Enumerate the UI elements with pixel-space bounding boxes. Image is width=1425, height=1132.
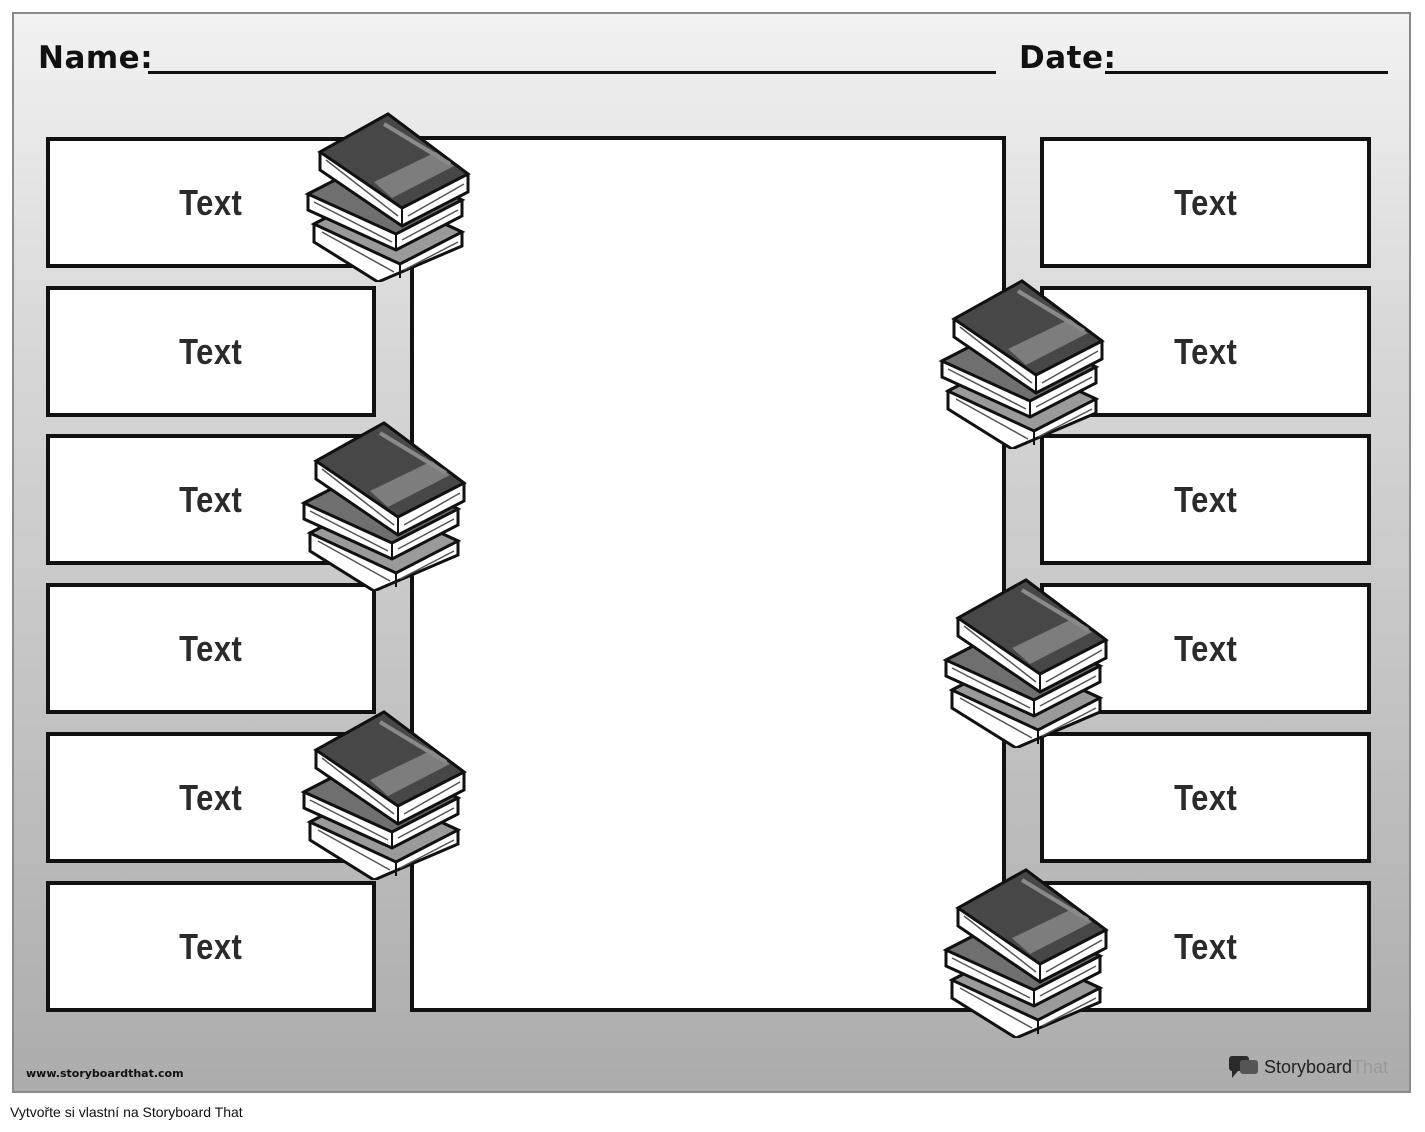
name-line[interactable]	[148, 71, 996, 74]
brand-name: Storyboard	[1264, 1056, 1353, 1077]
right-box-text: Text	[1173, 925, 1238, 967]
left-box-text: Text	[179, 925, 243, 967]
footer-url[interactable]: www.storyboardthat.com	[26, 1067, 184, 1080]
book-stack-icon	[302, 710, 466, 880]
book-stack-icon	[302, 421, 466, 591]
right-box-text: Text	[1173, 478, 1238, 520]
date-label: Date:	[1019, 40, 1117, 76]
brand-suffix: That	[1352, 1056, 1389, 1077]
left-text-box[interactable]: Text	[46, 286, 376, 417]
right-box-text: Text	[1173, 181, 1238, 223]
caption-text[interactable]: Vytvořte si vlastní na Storyboard That	[10, 1104, 243, 1120]
right-box-text: Text	[1173, 627, 1238, 669]
book-stack-icon	[306, 112, 470, 282]
left-box-text: Text	[179, 776, 243, 818]
right-box-text: Text	[1173, 776, 1238, 818]
book-stack-icon	[944, 578, 1108, 748]
book-stack-icon	[940, 279, 1104, 449]
right-text-box[interactable]: Text	[1040, 434, 1371, 565]
left-box-text: Text	[179, 181, 243, 223]
left-box-text: Text	[179, 627, 243, 669]
left-text-box[interactable]: Text	[46, 881, 376, 1012]
right-text-box[interactable]: Text	[1040, 137, 1371, 268]
right-box-text: Text	[1173, 330, 1238, 372]
left-box-text: Text	[179, 330, 243, 372]
right-text-box[interactable]: Text	[1040, 732, 1371, 863]
name-label: Name:	[38, 40, 154, 76]
center-panel[interactable]	[410, 136, 1006, 1012]
storyboardthat-logo-icon	[1229, 1056, 1258, 1078]
date-line[interactable]	[1105, 71, 1388, 74]
book-stack-icon	[944, 868, 1108, 1038]
left-box-text: Text	[179, 478, 243, 520]
left-text-box[interactable]: Text	[46, 583, 376, 714]
